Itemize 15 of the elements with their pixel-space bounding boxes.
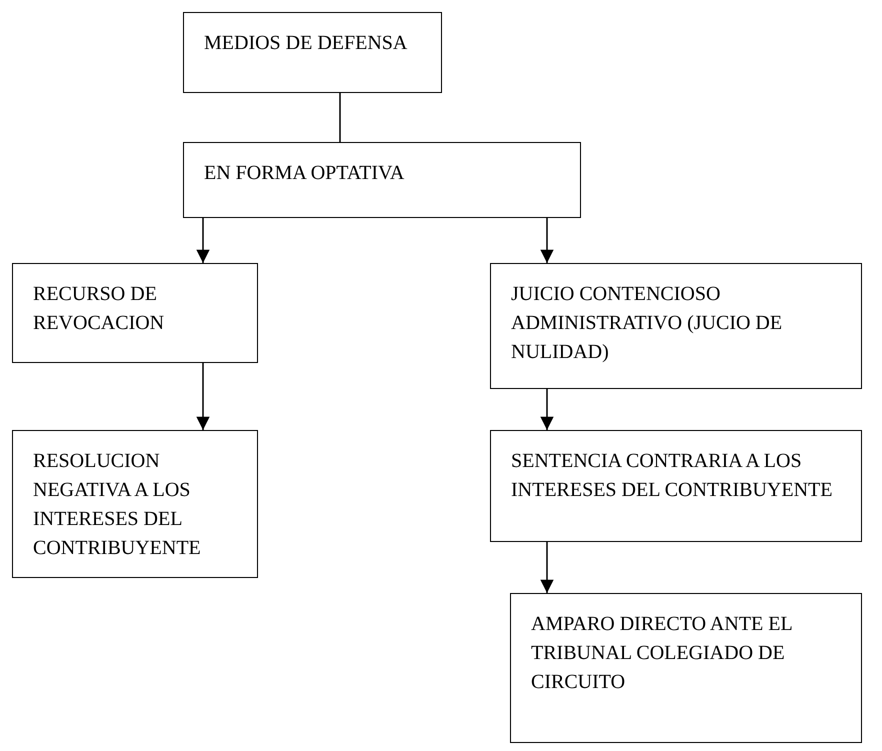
connector-line <box>339 93 341 142</box>
process-box <box>183 142 581 218</box>
process-box <box>490 263 862 389</box>
process-box <box>490 430 862 542</box>
process-box <box>12 430 258 578</box>
process-box <box>510 593 862 743</box>
box-label: RESOLUCION NEGATIVA A LOS INTERESES DEL CONTRIBUYENTE <box>33 449 202 561</box>
box-label: JUICIO CONTENCIOSO ADMINISTRATIVO (JUCIO DE NULIDAD) <box>511 282 784 365</box>
box-label: SENTENCIA CONTRARIA A LOS INTERESES DEL CONTRIBUYENTE <box>511 449 834 503</box>
box-label: EN FORMA OPTATIVA <box>204 161 406 186</box>
box-label: AMPARO DIRECTO ANTE EL TRIBUNAL COLEGIADO DE CIRCUITO <box>531 612 793 695</box>
box-label: MEDIOS DE DEFENSA <box>204 31 408 56</box>
process-box <box>12 263 258 363</box>
box-label: RECURSO DE REVOCACION <box>33 282 166 336</box>
process-box <box>183 12 442 93</box>
